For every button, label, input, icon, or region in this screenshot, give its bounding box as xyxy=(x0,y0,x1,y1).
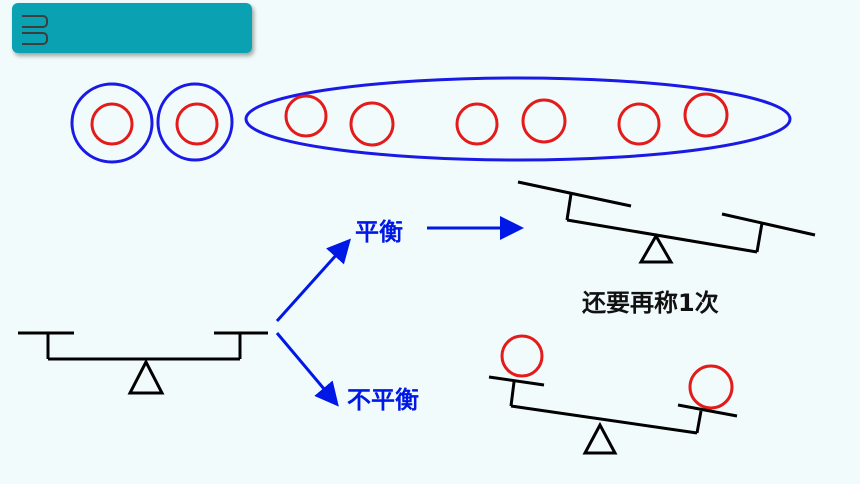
ball xyxy=(175,102,219,146)
ball xyxy=(500,334,544,378)
balance-scale-weigh-again xyxy=(517,180,816,264)
group-c xyxy=(244,76,792,162)
group-a xyxy=(70,82,154,164)
ball xyxy=(455,102,499,146)
scale-arm xyxy=(695,410,703,434)
ring-binder-icon xyxy=(22,15,48,28)
header-tab xyxy=(12,3,252,53)
scale-pan xyxy=(517,180,632,208)
scale-beam xyxy=(510,404,698,435)
arrow-to-unbalanced xyxy=(275,332,339,407)
scale-pan xyxy=(677,403,738,418)
label-balanced: 平衡 xyxy=(355,218,403,246)
label-unbalanced: 不平衡 xyxy=(347,386,419,414)
scale-pan xyxy=(721,212,816,237)
ball xyxy=(349,101,395,147)
group-a-outline xyxy=(70,82,154,164)
ball xyxy=(617,102,661,146)
ball xyxy=(90,102,134,146)
scale-arm xyxy=(755,222,764,253)
ball xyxy=(284,94,328,138)
scale-fulcrum xyxy=(582,421,618,455)
group-b-outline xyxy=(156,82,234,162)
group-c-outline xyxy=(244,76,792,162)
balance-scale-initial xyxy=(18,331,268,395)
scale-fulcrum xyxy=(127,358,165,395)
ball xyxy=(683,92,729,138)
scale-arm xyxy=(565,193,573,221)
scale-pan xyxy=(488,375,545,387)
scale-arm xyxy=(509,381,516,407)
balance-scale-unbalanced xyxy=(488,334,738,455)
group-b xyxy=(156,82,234,162)
ring-binder-icon-lower xyxy=(22,32,48,45)
scale-fulcrum xyxy=(638,232,674,264)
label-weigh-again: 还要再称1次 xyxy=(582,289,719,317)
arrow-to-balanced xyxy=(275,238,352,323)
ball xyxy=(688,364,734,410)
scale-beam xyxy=(566,218,758,254)
ball xyxy=(521,98,567,144)
